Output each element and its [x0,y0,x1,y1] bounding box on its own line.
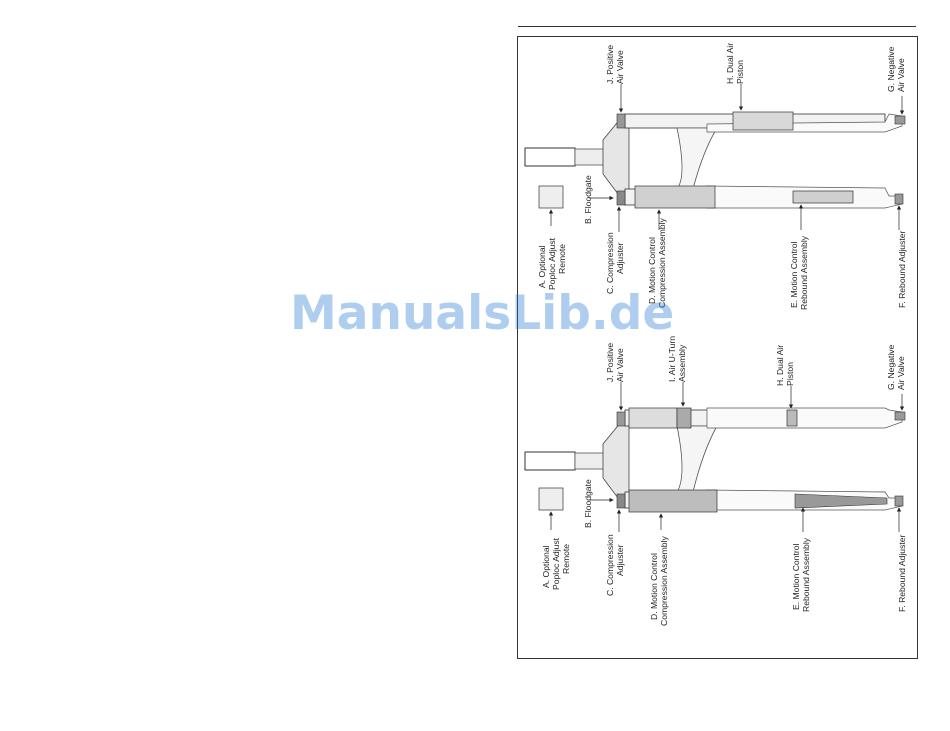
top-negative-air-valve [894,115,906,125]
bottom-positive-air-valve [616,411,626,427]
top-dual-air-piston [732,111,794,131]
top-label-d: D. Motion Control Compression Assembly [647,218,667,308]
top-rebound-adjuster [894,193,904,205]
header-rule [518,26,916,27]
bottom-label-c: C. Compression Adjuster [605,532,625,596]
top-rebound-assembly [792,190,854,204]
bottom-compression-adjuster [616,493,626,509]
bottom-arch [676,425,718,493]
diagram-frame [517,36,918,659]
bottom-lower-leg-air [706,407,903,429]
bottom-negative-air-valve [894,411,906,421]
bottom-fork-diagram: J. Positive Air Valve I. Air U-Turn Asse… [524,334,907,626]
top-label-h: H. Dual Air Piston [725,41,745,84]
top-label-c: C. Compression Adjuster [605,230,625,294]
bottom-compression-assembly [628,489,718,513]
top-label-j: J. Positive Air Valve [605,42,625,84]
fork-diagram: J. Positive Air Valve H. Dual Air Piston… [524,41,907,626]
bottom-label-f: F. Rebound Adjuster [897,534,907,612]
top-steerer-tube [574,148,606,166]
bottom-poploc-remote [538,487,564,511]
top-compression-adjuster [616,190,626,206]
top-fork-diagram: J. Positive Air Valve H. Dual Air Piston… [524,41,907,310]
bottom-label-i: I. Air U-Turn Assembly [667,334,687,382]
bottom-label-a: A. Optional Poploc Adjust Remote [541,536,571,590]
top-positive-air-valve [616,113,626,129]
bottom-label-d: D. Motion Control Compression Assembly [649,536,669,626]
bottom-label-e: E. Motion Control Rebound Assembly [791,537,811,612]
top-poploc-remote [538,185,564,209]
bottom-label-h: H. Dual Air Piston [775,343,795,386]
bottom-positive-spring-stack [628,407,678,429]
bottom-steerer-tube [574,452,606,470]
bottom-label-j: J. Positive Air Valve [605,340,625,382]
bottom-label-b: B. Floodgate [583,479,593,528]
bottom-steerer-cap [524,451,576,471]
bottom-rebound-adjuster [894,495,904,507]
top-arch [676,127,718,190]
top-label-g: G. Negative Air Valve [886,44,906,92]
bottom-crown [602,421,630,503]
bottom-dual-air-piston [786,409,798,427]
top-compression-assembly [634,185,716,209]
watermark: ManualsLib.de [290,286,675,341]
bottom-label-g: G. Negative Air Valve [886,342,906,390]
bottom-air-u-turn-assembly [676,407,692,429]
top-label-a: A. Optional Poploc Adjust Remote [537,236,567,290]
top-crown [602,117,630,199]
bottom-rebound-assembly [794,493,888,509]
top-label-e: E. Motion Control Rebound Assembly [789,235,809,310]
top-label-b: B. Floodgate [583,175,593,224]
top-steerer-cap [524,147,576,167]
top-label-f: F. Rebound Adjuster [897,230,907,308]
